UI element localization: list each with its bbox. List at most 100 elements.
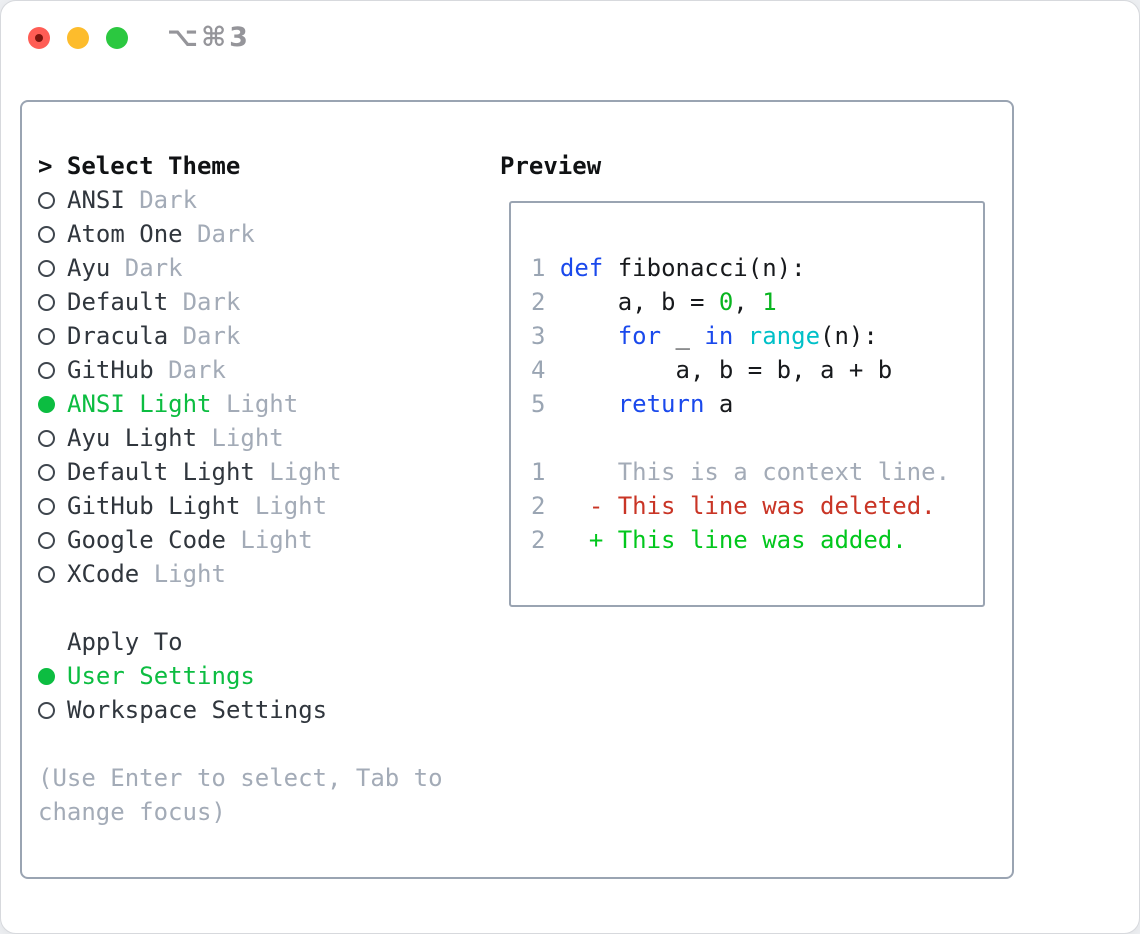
minimize-button[interactable] — [67, 27, 89, 49]
radio-icon — [38, 523, 67, 557]
theme-variant: Light — [254, 492, 328, 520]
code-line: 4 a, b = b, a + b — [531, 353, 950, 387]
radio-icon — [38, 183, 67, 217]
theme-option-ansi[interactable]: ANSI Dark — [38, 183, 342, 217]
diff-added-line: 2 + This line was added. — [531, 523, 950, 557]
radio-icon — [38, 455, 67, 489]
apply-option-label: User Settings — [67, 662, 255, 690]
window-title-shortcut: ⌥⌘3 — [167, 22, 251, 53]
code-token: in — [704, 322, 734, 350]
theme-variant: Dark — [168, 356, 226, 384]
diff-deleted-line: 2 - This line was deleted. — [531, 489, 950, 523]
radio-selected-icon — [38, 387, 67, 421]
radio-icon — [38, 217, 67, 251]
theme-name: Dracula — [67, 322, 169, 350]
theme-variant: Light — [225, 390, 299, 418]
code-token: for — [617, 322, 662, 350]
theme-variant: Light — [240, 526, 313, 554]
radio-icon — [38, 489, 67, 523]
radio-icon — [38, 285, 67, 319]
theme-name: Google Code — [67, 526, 226, 554]
code-line: 3 for _ in range(n): — [531, 319, 950, 353]
code-line: 1 def fibonacci(n): — [531, 251, 950, 285]
theme-name: XCode — [67, 560, 140, 588]
apply-option-user-settings[interactable]: User Settings — [38, 659, 327, 693]
theme-name: ANSI — [67, 186, 125, 214]
line-number: 2 — [531, 492, 546, 520]
theme-variant: Dark — [124, 254, 183, 282]
code-token — [545, 492, 588, 520]
theme-option-google-code[interactable]: Google Code Light — [38, 523, 342, 557]
code-token: return — [617, 390, 705, 418]
code-token: a — [704, 390, 734, 418]
theme-variant: Dark — [182, 322, 241, 350]
radio-selected-icon — [38, 659, 67, 693]
diff-context-line: 1 This is a context line. — [531, 455, 950, 489]
code-token: 1 — [762, 288, 777, 316]
theme-name: Ayu — [67, 254, 111, 282]
line-number: 5 — [531, 390, 546, 418]
theme-option-ayu-light[interactable]: Ayu Light Light — [38, 421, 342, 455]
theme-name: Atom One — [67, 220, 183, 248]
radio-icon — [38, 693, 67, 727]
line-number: 1 — [531, 458, 546, 486]
radio-icon — [38, 251, 67, 285]
line-number: 2 — [531, 526, 546, 554]
code-token: (n): — [820, 322, 878, 350]
selection-caret: > — [38, 152, 67, 180]
code-token: + This line was added. — [588, 526, 907, 554]
radio-icon — [38, 319, 67, 353]
theme-variant: Light — [269, 458, 342, 486]
theme-variant: Light — [153, 560, 226, 588]
zoom-button[interactable] — [106, 27, 128, 49]
theme-option-atom-one[interactable]: Atom One Dark — [38, 217, 342, 251]
theme-list-title: Select Theme — [66, 152, 241, 180]
code-token: - This line was deleted. — [588, 492, 936, 520]
code-token: _ — [661, 322, 705, 350]
theme-name: Ayu Light — [67, 424, 198, 452]
code-token — [545, 322, 617, 350]
line-number: 1 — [531, 254, 560, 282]
line-number: 4 — [531, 356, 546, 384]
code-token — [545, 526, 588, 554]
preview-heading: Preview — [500, 152, 602, 180]
apply-to-header: Apply To — [38, 625, 327, 659]
line-number: 2 — [531, 288, 546, 316]
code-token — [545, 390, 617, 418]
theme-option-dracula[interactable]: Dracula Dark — [38, 319, 342, 353]
radio-icon — [38, 421, 67, 455]
theme-option-ayu[interactable]: Ayu Dark — [38, 251, 342, 285]
theme-variant: Dark — [139, 186, 198, 214]
theme-variant: Dark — [197, 220, 255, 248]
help-text-line: (Use Enter to select, Tab to — [38, 764, 443, 792]
radio-icon — [38, 557, 67, 591]
theme-list-header: > Select Theme — [38, 149, 342, 183]
line-number: 3 — [531, 322, 546, 350]
close-button[interactable] — [28, 27, 50, 49]
code-line: 2 a, b = 0, 1 — [531, 285, 950, 319]
radio-icon — [38, 353, 67, 387]
code-token: This is a context line. — [545, 458, 951, 486]
code-token: fibonacci(n): — [603, 254, 806, 282]
theme-variant: Light — [211, 424, 284, 452]
theme-option-xcode[interactable]: XCode Light — [38, 557, 342, 591]
theme-name: Default — [67, 288, 169, 316]
code-token: , — [733, 288, 763, 316]
apply-option-workspace-settings[interactable]: Workspace Settings — [38, 693, 327, 727]
code-token: def — [559, 254, 604, 282]
code-token: a, b = — [545, 288, 719, 316]
preview-box — [509, 201, 985, 607]
code-token — [733, 322, 747, 350]
code-line: 5 return a — [531, 387, 950, 421]
apply-option-label: Workspace Settings — [67, 696, 328, 724]
